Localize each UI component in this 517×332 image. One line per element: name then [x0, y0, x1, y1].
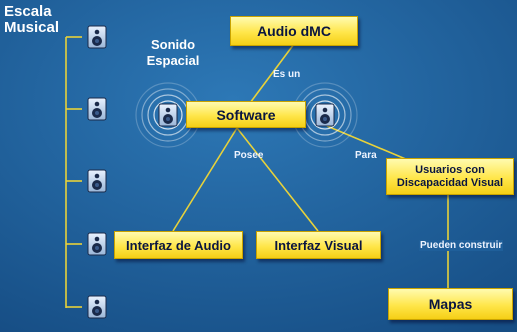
node-mapas[interactable]: Mapas [388, 288, 513, 320]
edge-software-audio [249, 43, 295, 104]
node-audio-dmc[interactable]: Audio dMC [230, 16, 358, 46]
edge-label-es-un: Es un [273, 69, 301, 80]
edge-software-interfaz-visual [236, 127, 319, 232]
sound-waves [135, 82, 358, 148]
scale-title-line1: Escala [4, 3, 52, 20]
spatial-label-line1: Sonido [150, 37, 196, 52]
edge-label-para: Para [355, 150, 377, 161]
speaker-icon [315, 103, 335, 127]
scale-title-line2: Musical [4, 19, 60, 36]
node-interfaz-audio[interactable]: Interfaz de Audio [114, 231, 243, 259]
node-software[interactable]: Software [186, 101, 306, 128]
node-usuarios-line1: Usuarios con [415, 163, 485, 176]
edge-label-posee: Posee [234, 150, 264, 161]
speaker-icon [87, 97, 107, 121]
speaker-icon [158, 103, 178, 127]
node-interfaz-visual[interactable]: Interfaz Visual [256, 231, 381, 259]
spatial-sound-label: Sonido Espacial [138, 37, 208, 69]
node-usuarios-line2: Discapacidad Visual [396, 176, 504, 189]
speaker-icon [87, 25, 107, 49]
edge-software-usuarios [326, 125, 409, 161]
node-usuarios[interactable]: Usuarios con Discapacidad Visual [386, 158, 514, 195]
scale-title: Escala Musical [4, 4, 59, 36]
edge-software-interfaz-audio [172, 127, 238, 232]
speaker-icon [87, 295, 107, 319]
speaker-icon [87, 232, 107, 256]
spatial-label-line2: Espacial [146, 53, 200, 68]
edge-label-pueden-construir: Pueden construir [419, 240, 504, 251]
speaker-icon [87, 169, 107, 193]
